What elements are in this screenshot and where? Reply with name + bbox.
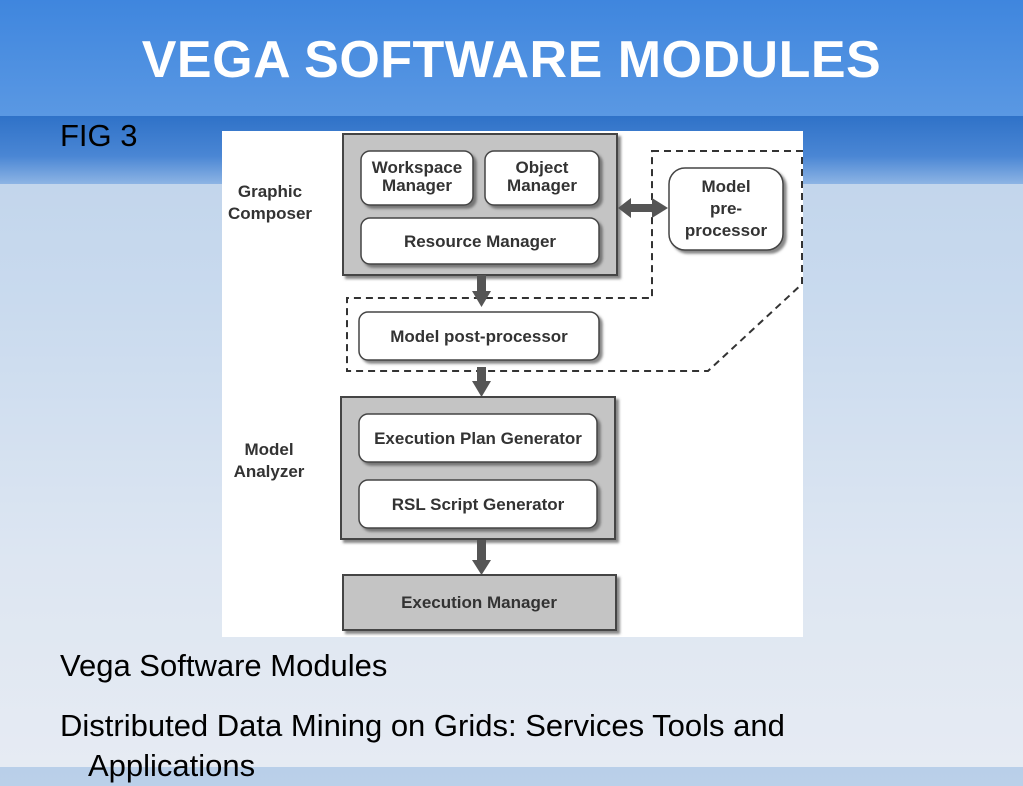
model-postprocessor-label: Model post-processor (390, 327, 568, 346)
resource-manager-box (360, 217, 600, 265)
caption-source-line-2: Applications (88, 748, 256, 783)
object-manager-label-2: Manager (507, 176, 577, 195)
arrow-down-1 (472, 275, 491, 307)
model-preprocessor-label-3: processor (685, 221, 768, 240)
caption-title: Vega Software Modules (60, 648, 388, 683)
object-manager-box (484, 150, 600, 206)
arrow-down-3 (472, 540, 491, 575)
execution-plan-generator-box (358, 413, 598, 463)
model-preprocessor-label-2: pre- (710, 199, 742, 218)
object-manager-label-1: Object (516, 158, 569, 177)
figure-label: FIG 3 (60, 118, 138, 153)
title-bar (0, 0, 1023, 116)
resource-manager-label: Resource Manager (404, 232, 556, 251)
model-postprocessor-box (358, 311, 600, 361)
workspace-manager-box (360, 150, 474, 206)
model-preprocessor-box (668, 167, 784, 251)
dashed-boundary (346, 150, 803, 372)
graphic-composer-label-1: Graphic (238, 182, 302, 201)
model-analyzer-label-2: Analyzer (234, 462, 305, 481)
execution-manager-label: Execution Manager (401, 593, 557, 612)
caption-source-line-1: Distributed Data Mining on Grids: Servic… (60, 708, 785, 743)
caption-source: Distributed Data Mining on Grids: Servic… (60, 706, 785, 786)
graphic-composer-label-2: Composer (228, 204, 312, 223)
architecture-diagram: Workspace Manager Object Manager Resourc… (222, 131, 803, 637)
workspace-manager-label-2: Manager (382, 176, 452, 195)
double-arrow (618, 198, 668, 218)
arrow-down-2 (472, 367, 491, 397)
slide-title: VEGA SOFTWARE MODULES (141, 31, 882, 89)
execution-manager-box (342, 574, 617, 631)
execution-plan-generator-label: Execution Plan Generator (374, 429, 582, 448)
workspace-manager-label-1: Workspace (372, 158, 462, 177)
model-preprocessor-label-1: Model (701, 177, 750, 196)
rsl-script-generator-label: RSL Script Generator (392, 495, 565, 514)
model-analyzer-label-1: Model (244, 440, 293, 459)
rsl-script-generator-box (358, 479, 598, 529)
